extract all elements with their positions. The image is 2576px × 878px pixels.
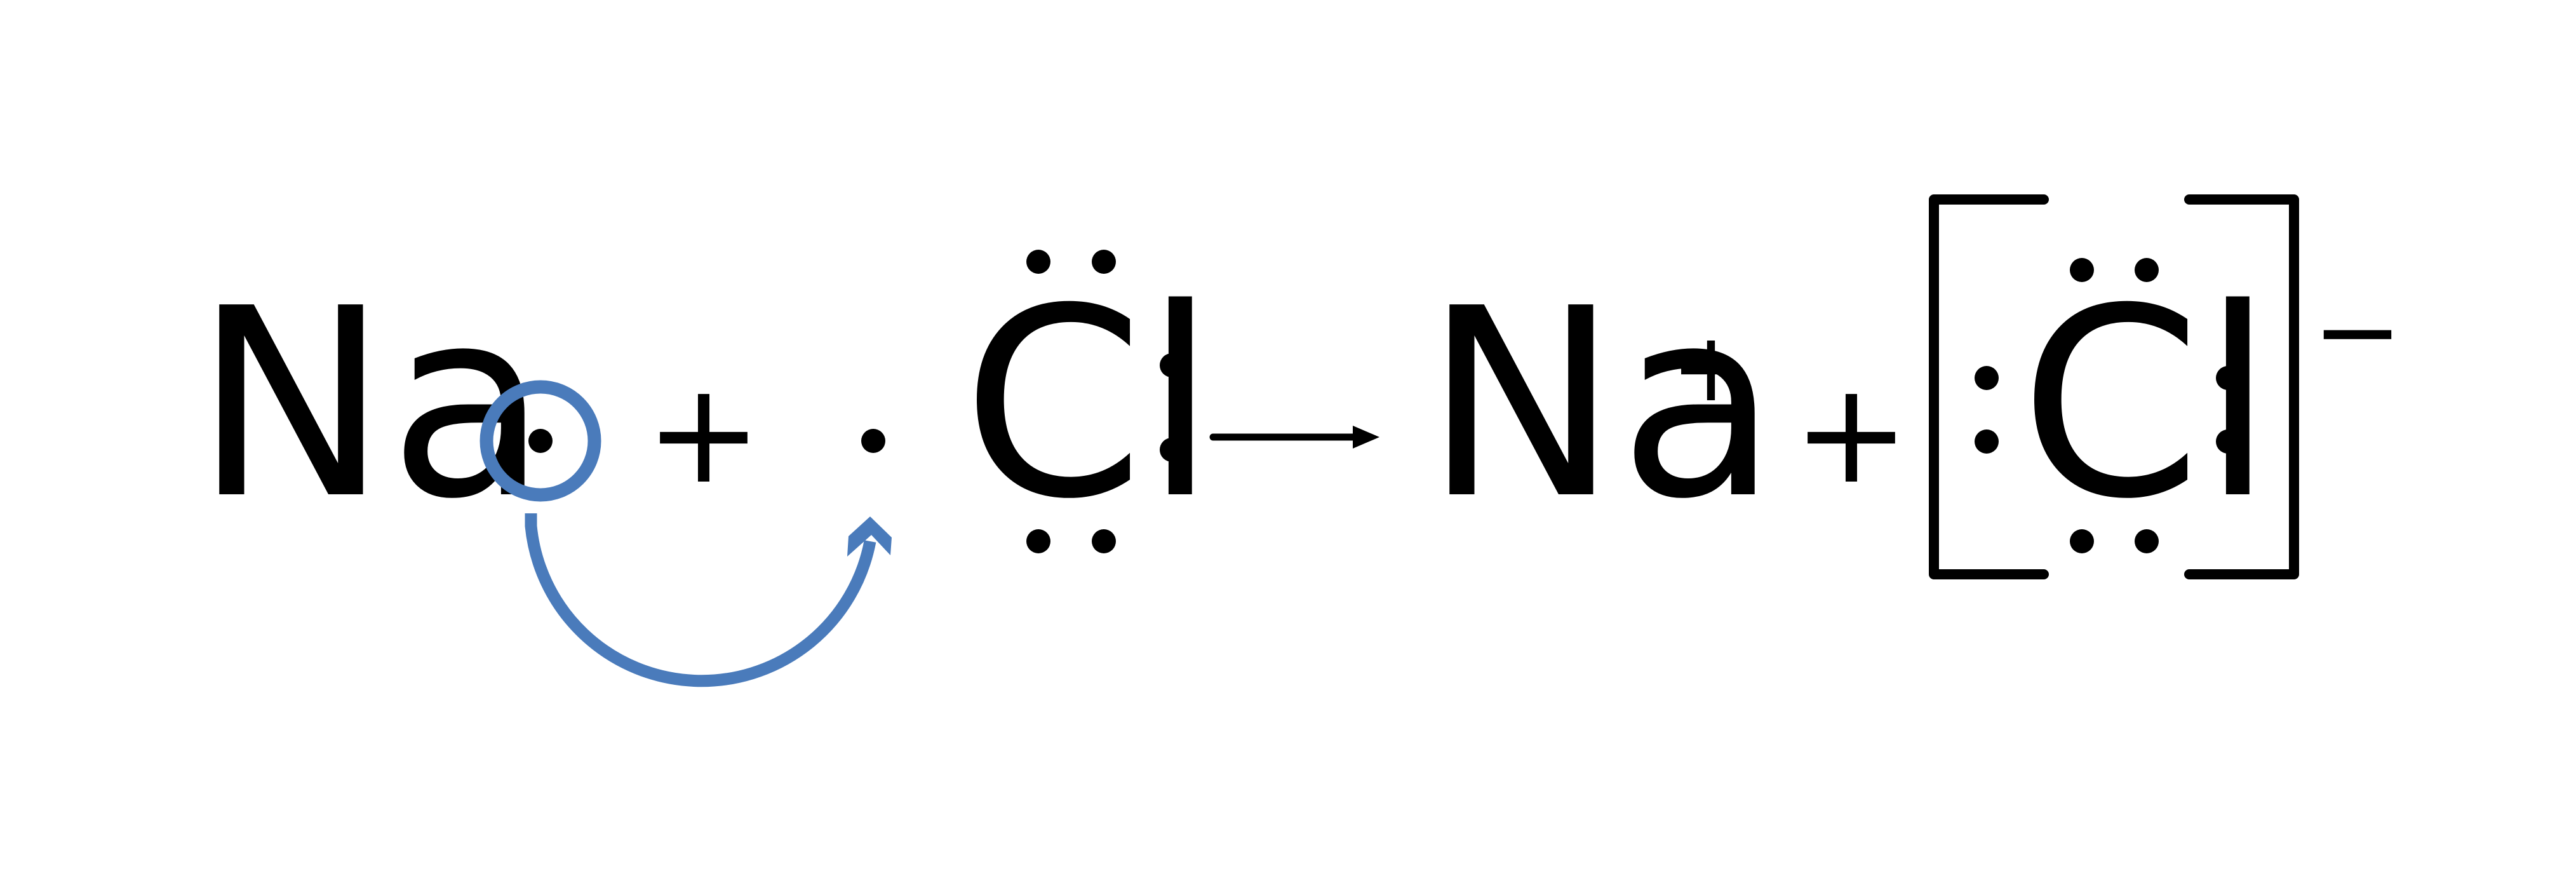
electron-dot xyxy=(1975,429,1999,454)
right-bracket xyxy=(2184,194,2299,579)
electron-dot xyxy=(1160,353,1184,377)
electron-dot xyxy=(2216,429,2240,454)
product-chlorine-symbol: Cl xyxy=(2020,252,2274,556)
chloride-ion-charge: − xyxy=(2312,269,2403,395)
electron-dot xyxy=(2070,258,2094,282)
plus-sign-1: + xyxy=(645,352,762,515)
product-sodium-symbol: Na xyxy=(1424,252,1778,556)
electron-dot xyxy=(1026,529,1050,553)
electron-dot xyxy=(2216,366,2240,390)
electron-dot xyxy=(1092,250,1116,274)
plus-sign-2: + xyxy=(1793,352,1910,515)
chloride-ion-product: Cl − xyxy=(1929,194,2403,579)
electron-dot xyxy=(1160,438,1184,462)
electron-dot xyxy=(2070,529,2094,553)
sodium-ion-product: Na + xyxy=(1424,252,1778,556)
electron-dot xyxy=(528,429,553,453)
electron-dot xyxy=(1026,250,1050,274)
electron-dot xyxy=(2135,258,2159,282)
transfer-arrowhead xyxy=(847,517,892,557)
reaction-arrowhead xyxy=(1353,426,1379,449)
electron-transfer-arrow xyxy=(525,513,892,687)
sodium-ion-charge: + xyxy=(1671,313,1751,423)
electron-dot xyxy=(861,429,885,453)
reactant-chlorine-symbol: Cl xyxy=(962,252,1216,556)
sodium-valence-electron xyxy=(480,380,601,502)
electron-highlight-ring xyxy=(480,380,601,502)
electron-dot xyxy=(1092,529,1116,553)
left-bracket xyxy=(1929,194,2049,579)
reactant-sodium-symbol: Na xyxy=(194,252,548,556)
chlorine-atom-reactant: Cl xyxy=(861,250,1216,556)
transfer-arc xyxy=(525,513,876,687)
electron-dot xyxy=(2135,529,2159,553)
electron-dot xyxy=(1975,366,1999,390)
reaction-arrow xyxy=(1209,426,1379,449)
